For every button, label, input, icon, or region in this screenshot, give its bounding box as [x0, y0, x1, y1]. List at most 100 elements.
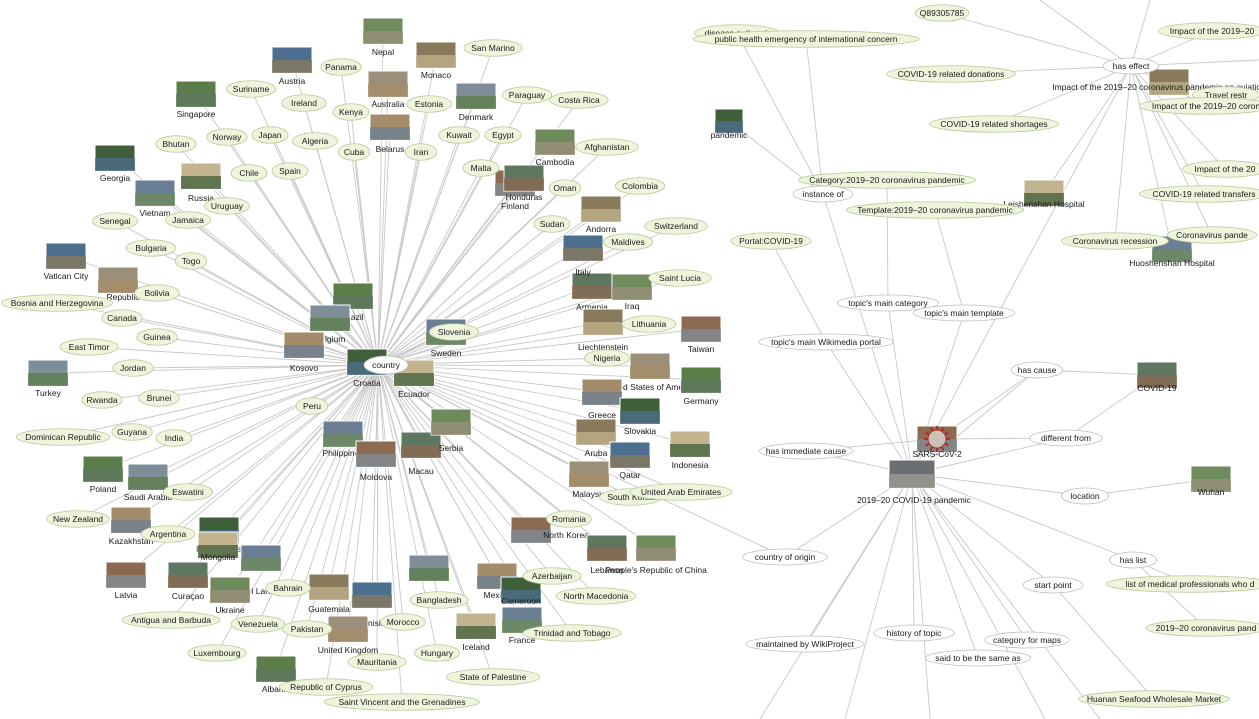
node-new-zealand[interactable]: New Zealand — [46, 510, 110, 528]
node-azerbaijan[interactable]: Azerbaijan — [522, 567, 582, 585]
node-trinidad-and-tobago[interactable]: Trinidad and Tobago — [522, 624, 622, 642]
node-people-s-republic-of-china[interactable]: People's Republic of China — [605, 534, 707, 575]
node-macau[interactable]: Macau — [400, 431, 442, 476]
node-eswatini[interactable]: Eswatini — [162, 483, 214, 501]
node-romania[interactable]: Romania — [546, 510, 592, 528]
node-topic-s-main-category[interactable]: topic's main category — [836, 294, 940, 312]
node-2019-20-coronavirus-pand[interactable]: 2019–20 coronavirus pand — [1145, 619, 1259, 637]
node-bulgaria[interactable]: Bulgaria — [125, 239, 177, 257]
node-slovakia[interactable]: Slovakia — [619, 397, 661, 436]
node-template-2019-20-coronavirus-pandemic[interactable]: Template:2019–20 coronavirus pandemic — [845, 201, 1025, 219]
node-guinea[interactable]: Guinea — [136, 328, 178, 346]
node-san-marino[interactable]: San Marino — [463, 39, 523, 57]
node-public-health-emergency-of-international-concern[interactable]: public health emergency of international… — [692, 30, 920, 48]
node-qatar[interactable]: Qatar — [609, 441, 651, 480]
node-denmark[interactable]: Denmark — [455, 82, 497, 122]
node-list-of-medical-professionals-who-d[interactable]: list of medical professionals who d — [1105, 575, 1259, 593]
node-mongolia[interactable]: Mongolia — [197, 531, 239, 562]
node-oman[interactable]: Oman — [548, 179, 582, 197]
node-hungary[interactable]: Hungary — [414, 644, 460, 662]
node-belarus[interactable]: Belarus — [369, 113, 411, 154]
node-kenya[interactable]: Kenya — [332, 103, 370, 121]
node-coronavirus-recession[interactable]: Coronavirus recession — [1061, 232, 1169, 250]
node-covid-19-related-shortages[interactable]: COVID-19 related shortages — [929, 115, 1059, 133]
node-panama[interactable]: Panama — [320, 58, 362, 76]
node-monaco[interactable]: Monaco — [415, 41, 457, 80]
node-has-list[interactable]: has list — [1108, 551, 1158, 569]
node-pandemic[interactable]: pandemic — [711, 108, 749, 140]
node-jamaica[interactable]: Jamaica — [165, 211, 211, 229]
node-republic-of-cyprus[interactable]: Republic of Cyprus — [278, 678, 374, 696]
node-iraq[interactable]: Iraq — [611, 273, 653, 311]
node-honduras[interactable]: Honduras — [503, 164, 545, 202]
node-impact-of-the-2019-20[interactable]: Impact of the 2019–20 — [1158, 22, 1259, 40]
node-guyana[interactable]: Guyana — [111, 423, 153, 441]
node-latvia[interactable]: Latvia — [105, 561, 147, 600]
node-united-arab-emirates[interactable]: United Arab Emirates — [629, 483, 733, 501]
node-cuba[interactable]: Cuba — [337, 143, 371, 161]
node-spain[interactable]: Spain — [271, 162, 309, 180]
node-has-effect[interactable]: has effect — [1102, 57, 1160, 75]
node-instance-of[interactable]: instance of — [792, 185, 854, 203]
node-category-2019-20-coronavirus-pandemic[interactable]: Category:2019–20 coronavirus pandemic — [797, 171, 977, 189]
node-iran[interactable]: Iran — [404, 143, 438, 161]
node-argentina[interactable]: Argentina — [140, 525, 196, 543]
node-suriname[interactable]: Suriname — [225, 80, 277, 98]
node-saudi-arabia[interactable]: Saudi Arabia — [124, 463, 172, 502]
node-covid-19-related-donations[interactable]: COVID-19 related donations — [886, 65, 1016, 83]
node-norway[interactable]: Norway — [206, 128, 248, 146]
node-coronavirus-pande[interactable]: Coronavirus pande — [1167, 226, 1257, 244]
node-kuwait[interactable]: Kuwait — [438, 126, 480, 144]
node-has-immediate-cause[interactable]: has immediate cause — [759, 442, 853, 460]
node-curac-ao[interactable]: Curaçao — [167, 561, 209, 601]
node-portal-covid-19[interactable]: Portal:COVID-19 — [730, 232, 812, 250]
hub-country[interactable]: country — [363, 355, 409, 375]
node-jordan[interactable]: Jordan — [112, 359, 154, 377]
node-start-point[interactable]: start point — [1022, 576, 1084, 594]
node-germany[interactable]: Germany — [680, 366, 722, 406]
node-paraguay[interactable]: Paraguay — [501, 86, 553, 104]
node-rwanda[interactable]: Rwanda — [81, 391, 123, 409]
node-covid-19[interactable]: COVID-19 — [1136, 361, 1178, 393]
node-costa-rica[interactable]: Costa Rica — [549, 91, 609, 109]
node-australia[interactable]: Australia — [367, 70, 409, 109]
node-taiwan[interactable]: Taiwan — [680, 315, 722, 354]
node-topic-s-main-template[interactable]: topic's main template — [912, 304, 1016, 322]
node-kosovo[interactable]: Kosovo — [283, 331, 325, 373]
node-armenia[interactable]: Armenia — [571, 272, 613, 312]
node-italy[interactable]: Italy — [562, 234, 604, 277]
node-algeria[interactable]: Algeria — [292, 132, 338, 150]
node-ecuador[interactable]: Ecuador — [393, 359, 435, 399]
node-poland[interactable]: Poland — [82, 455, 124, 494]
node-kazakhstan[interactable]: Kazakhstan — [109, 506, 154, 546]
node-malta[interactable]: Malta — [462, 159, 500, 177]
node-pakistan[interactable]: Pakistan — [281, 620, 333, 638]
node-andorra[interactable]: Andorra — [580, 195, 622, 234]
node-maintained-by-wikiproject[interactable]: maintained by WikiProject — [745, 635, 865, 653]
node-colombia[interactable]: Colombia — [614, 177, 666, 195]
node-lithuania[interactable]: Lithuania — [621, 315, 677, 333]
node-indonesia[interactable]: Indonesia — [669, 430, 711, 470]
node-afghanistan[interactable]: Afghanistan — [575, 138, 639, 156]
node-different-from[interactable]: different from — [1029, 429, 1103, 447]
node-nigeria[interactable]: Nigeria — [584, 349, 630, 367]
node-egypt[interactable]: Egypt — [484, 126, 522, 144]
node-bolivia[interactable]: Bolivia — [134, 284, 180, 302]
node-bosnia-and-herzegovina[interactable]: Bosnia and Herzegovina — [0, 294, 114, 312]
node-singapore[interactable]: Singapore — [175, 80, 217, 119]
node-q89305785[interactable]: Q89305785 — [914, 4, 970, 22]
node-lebanon[interactable]: Lebanon — [586, 534, 628, 575]
node-belgium[interactable]: Belgium — [309, 304, 351, 344]
node-huanan-seafood-wholesale-market[interactable]: Huanan Seafood Wholesale Market — [1078, 690, 1230, 708]
node-senegal[interactable]: Senegal — [92, 212, 138, 230]
node-impact-of-the-20[interactable]: Impact of the 20 — [1182, 160, 1259, 178]
node-cameroon[interactable]: Cameroon — [500, 576, 542, 606]
node-turkey[interactable]: Turkey — [27, 359, 69, 398]
node-georgia[interactable]: Georgia — [94, 144, 136, 183]
node-estonia[interactable]: Estonia — [406, 95, 452, 113]
node-history-of-topic[interactable]: history of topic — [873, 624, 955, 642]
node-sri-lanka[interactable]: Sri Lanka — [240, 544, 282, 596]
node-vatican-city[interactable]: Vatican City — [44, 242, 89, 281]
node-moldova[interactable]: Moldova — [355, 440, 397, 482]
